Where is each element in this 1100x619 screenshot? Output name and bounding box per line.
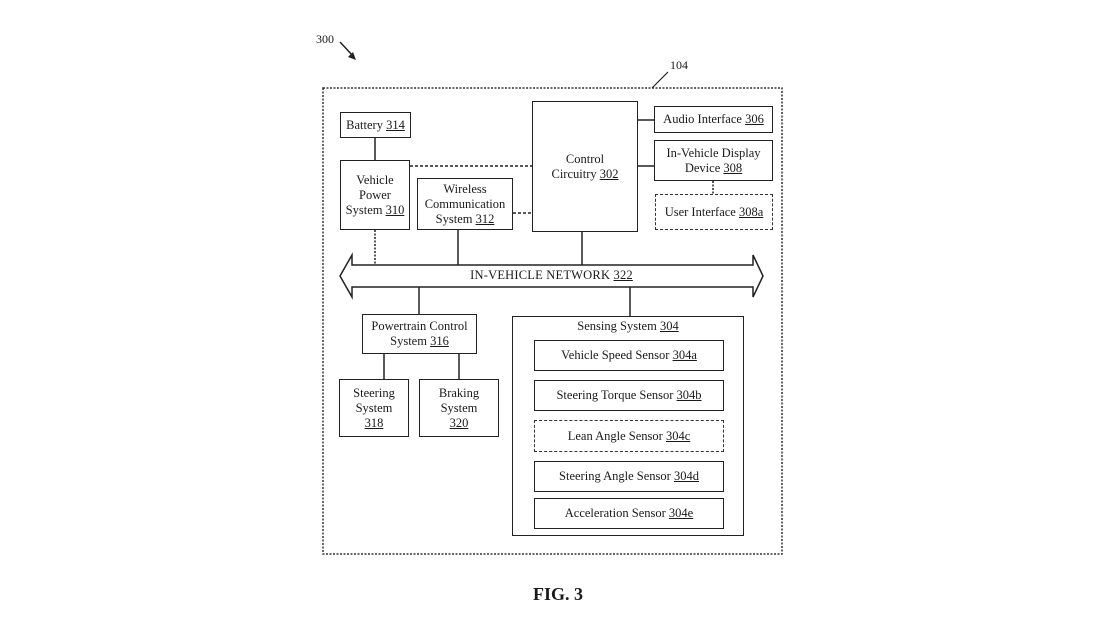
network-bus-arrow [339, 252, 764, 300]
control-circuitry-label: Control Circuitry 302 [551, 151, 619, 181]
ref-104-leader [651, 71, 669, 89]
sensor-lean-angle: Lean Angle Sensor 304c [534, 420, 724, 452]
sensor-label: Steering Torque Sensor 304b [556, 388, 702, 402]
sensor-vehicle-speed: Vehicle Speed Sensor 304a [534, 340, 724, 371]
ref-104-label: 104 [670, 58, 688, 72]
wireless-communication-system-label: Wireless Communication System 312 [424, 181, 506, 226]
sensor-label: Steering Angle Sensor 304d [559, 469, 699, 483]
audio-interface-box: Audio Interface 306 [654, 106, 773, 133]
audio-interface-label: Audio Interface 306 [663, 112, 764, 126]
sensing-system-box: Sensing System 304 [512, 316, 744, 536]
sensor-label: Acceleration Sensor 304e [564, 506, 694, 520]
vehicle-power-system-box: Vehicle Power System 310 [340, 160, 410, 230]
braking-system-box: Braking System 320 [419, 379, 499, 437]
in-vehicle-network-label: IN-VEHICLE NETWORK 322 [470, 268, 633, 282]
steering-system-box: Steering System 318 [339, 379, 409, 437]
battery-box: Battery 314 [340, 112, 411, 138]
user-interface-label: User Interface 308a [664, 204, 764, 219]
steering-system-label: Steering System 318 [353, 385, 395, 430]
vehicle-boundary [322, 87, 783, 555]
battery-label: Battery 314 [346, 117, 405, 132]
powertrain-control-system-box: Powertrain Control System 316 [362, 314, 477, 354]
sensor-acceleration: Acceleration Sensor 304e [534, 498, 724, 529]
sensing-system-label: Sensing System 304 [577, 319, 679, 333]
in-vehicle-display-device-box: In-Vehicle Display Device 308 [654, 140, 773, 181]
figure-label: FIG. 3 [533, 584, 584, 604]
ref-300-arrowhead [348, 52, 356, 60]
vehicle-power-system-label: Vehicle Power System 310 [345, 172, 405, 217]
powertrain-control-system-label: Powertrain Control System 316 [371, 319, 468, 348]
sensor-steering-torque: Steering Torque Sensor 304b [534, 380, 724, 411]
control-circuitry-box: Control Circuitry 302 [532, 101, 638, 232]
ref-300-label: 300 [316, 32, 334, 46]
sensor-steering-angle: Steering Angle Sensor 304d [534, 461, 724, 492]
braking-system-label: Braking System 320 [438, 385, 480, 430]
sensor-label: Vehicle Speed Sensor 304a [561, 348, 697, 362]
user-interface-box: User Interface 308a [655, 194, 773, 230]
in-vehicle-display-device-label: In-Vehicle Display Device 308 [666, 145, 761, 175]
sensor-label: Lean Angle Sensor 304c [567, 428, 691, 443]
wireless-communication-system-box: Wireless Communication System 312 [417, 178, 513, 230]
